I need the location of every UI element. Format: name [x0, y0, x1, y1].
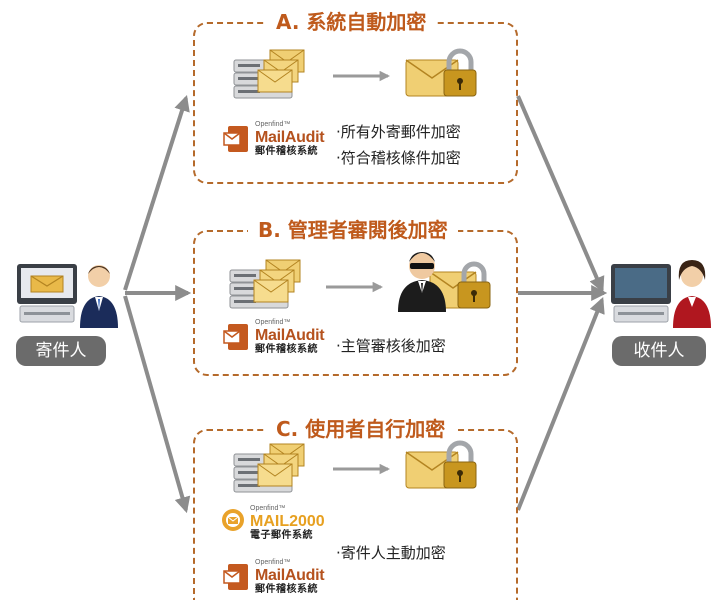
- section-b-title: B. 管理者審閱後加密: [248, 217, 458, 243]
- section-c-bullet-1: ‧寄件人主動加密: [336, 544, 446, 562]
- mailaudit-logo-icon: [222, 562, 250, 592]
- mail2000-logo-icon: [220, 507, 246, 533]
- arrow-sender-to-c: [123, 295, 191, 514]
- receiver-label: 收件人: [612, 336, 706, 366]
- brand-name: MailAudit: [255, 327, 325, 344]
- brand-sub: 郵件稽核系統: [255, 344, 318, 355]
- arrow-sender-to-a: [123, 94, 190, 291]
- sender-computer-user-icon: [14, 258, 124, 328]
- locked-envelope-icon: [404, 48, 480, 100]
- brand-small: Openfind™: [250, 505, 286, 512]
- mailaudit-logo-icon: [222, 322, 250, 352]
- mail-server-icon: [228, 258, 308, 310]
- arrow-a-to-receiver: [516, 95, 605, 293]
- manager-with-lock-icon: [394, 246, 494, 312]
- mail2000-brand: Openfind™ MAIL2000 電子郵件系統: [250, 505, 325, 541]
- brand-name: MAIL2000: [250, 513, 325, 530]
- section-a-title: A. 系統自動加密: [266, 9, 437, 35]
- receiver-computer-user-icon: [608, 258, 713, 328]
- mail-server-icon: [232, 442, 312, 494]
- mail-server-icon: [232, 48, 312, 100]
- section-a-bullet-2: ‧符合稽核條件加密: [336, 149, 461, 167]
- section-c-title: C. 使用者自行加密: [266, 416, 456, 442]
- brand-small: Openfind™: [255, 319, 291, 326]
- section-a-bullet-1: ‧所有外寄郵件加密: [336, 123, 461, 141]
- brand-name: MailAudit: [255, 567, 325, 584]
- brand-small: Openfind™: [255, 121, 291, 128]
- brand-sub: 郵件稽核系統: [255, 146, 318, 157]
- mailaudit-brand-c: Openfind™ MailAudit 郵件稽核系統: [255, 559, 325, 595]
- mailaudit-brand-b: Openfind™ MailAudit 郵件稽核系統: [255, 319, 325, 355]
- brand-name: MailAudit: [255, 129, 325, 146]
- mailaudit-brand-a: Openfind™ MailAudit 郵件稽核系統: [255, 121, 325, 157]
- mailaudit-logo-icon: [222, 124, 250, 154]
- brand-sub: 電子郵件系統: [250, 530, 313, 541]
- locked-envelope-icon: [404, 440, 480, 492]
- sender-label: 寄件人: [16, 336, 106, 366]
- brand-sub: 郵件稽核系統: [255, 584, 318, 595]
- brand-small: Openfind™: [255, 559, 291, 566]
- arrow-c-to-receiver: [516, 297, 605, 511]
- section-b-bullet-1: ‧主管審核後加密: [336, 337, 446, 355]
